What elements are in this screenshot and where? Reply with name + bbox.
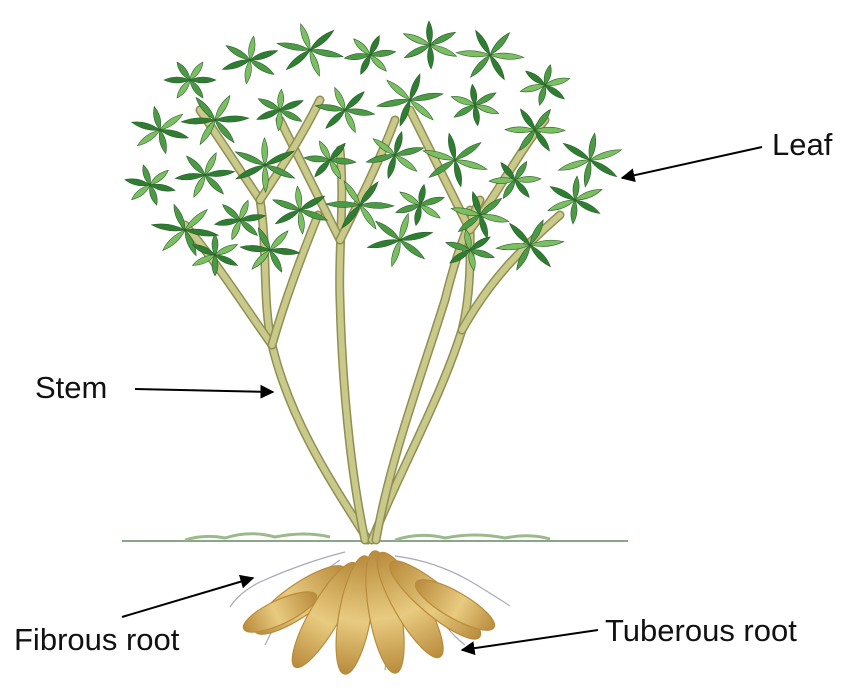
tuberous-roots (239, 545, 501, 677)
leaf-cluster (520, 65, 569, 106)
leaf-cluster (558, 133, 621, 187)
leaf-cluster (315, 87, 374, 132)
leaf-cluster (505, 109, 565, 151)
tuberous-root-arrow (462, 630, 598, 650)
leaf-cluster (456, 30, 524, 79)
stem-label: Stem (35, 372, 107, 403)
leaf-cluster (326, 181, 394, 229)
leaf-cluster (304, 141, 356, 179)
leaf-cluster (451, 84, 499, 125)
fibrous-root-arrow (122, 578, 253, 617)
leaf-cluster (125, 165, 175, 205)
leaf-cluster (175, 153, 234, 198)
leaf-cluster (240, 228, 300, 272)
stem-arrow (135, 389, 273, 392)
leaf-cluster (367, 214, 432, 267)
leaf-cluster (257, 89, 303, 131)
leaf-cluster (132, 106, 189, 153)
leaf-cluster (396, 184, 445, 225)
leaf-cluster (344, 36, 395, 75)
leaf-cluster (277, 24, 343, 76)
leaf-cluster (164, 62, 216, 98)
leaf-cluster (404, 21, 457, 69)
tuberous-root-label: Tuberous root (605, 615, 797, 646)
leaf-label: Leaf (772, 129, 832, 160)
leaf-arrow (622, 147, 762, 178)
fibrous-root-label: Fibrous root (14, 624, 179, 655)
leaf-cluster (222, 36, 277, 84)
